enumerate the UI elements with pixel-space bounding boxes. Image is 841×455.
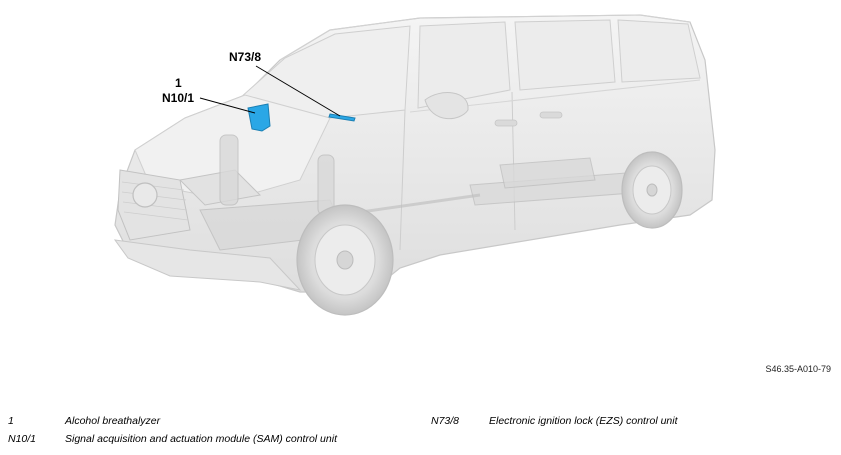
callout-1: 1 <box>175 76 182 90</box>
ezs-control-unit-component <box>328 113 356 122</box>
callout-n73-8: N73/8 <box>229 50 262 64</box>
legend-description: Alcohol breathalyzer <box>65 415 161 427</box>
legend-description: Signal acquisition and actuation module … <box>65 433 337 445</box>
rear-wheel <box>621 151 683 229</box>
legend-code: N73/8 <box>431 415 460 427</box>
legend-code: N10/1 <box>8 433 37 445</box>
callout-n10-1: N10/1 <box>162 91 195 105</box>
leader-line-n10-1 <box>199 97 256 114</box>
legend-description: Electronic ignition lock (EZS) control u… <box>489 415 678 427</box>
vehicle-illustration <box>113 14 716 316</box>
figure-id: S46.35-A010-79 <box>765 364 831 374</box>
front-wheel <box>296 204 394 316</box>
legend-code: 1 <box>8 415 14 427</box>
van-body <box>113 14 716 293</box>
leader-line-n73-8 <box>255 65 341 117</box>
alcohol-breathalyzer-component <box>247 103 271 132</box>
